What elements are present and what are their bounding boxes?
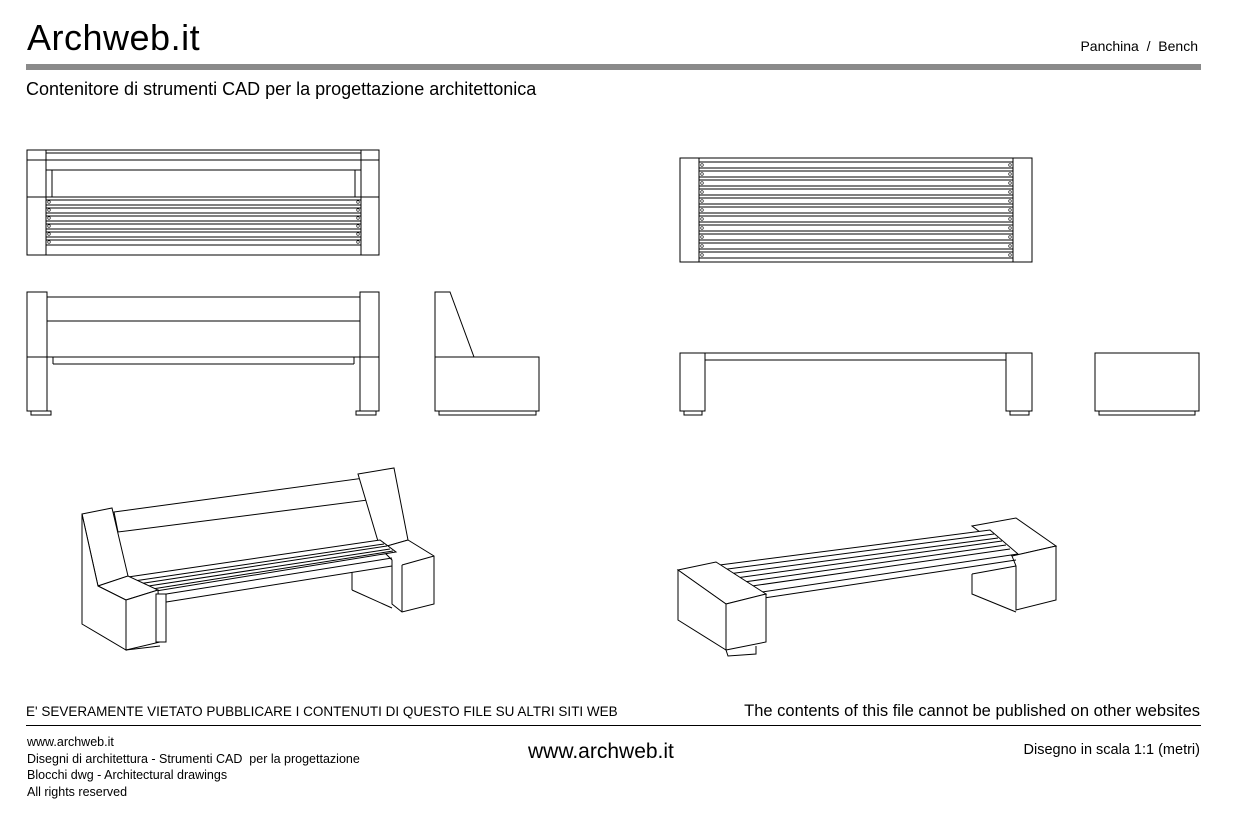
page-subtitle: Contenitore di strumenti CAD per la prog… [26, 79, 537, 99]
drawing-scale: Disegno in scala 1:1 (metri) [1023, 742, 1201, 758]
bench-side-view [1094, 352, 1200, 416]
breadcrumb: Panchina / Bench [1080, 38, 1198, 54]
bench-backrest-front-view [26, 291, 380, 416]
footer-line: Blocchi dwg - Architectural drawings [27, 768, 228, 783]
bench-front-view [679, 352, 1033, 416]
footer-url-link[interactable]: www.archweb.it [528, 740, 674, 763]
bench-perspective [676, 517, 1058, 657]
header-divider [26, 64, 1201, 70]
footer-divider [26, 725, 1201, 726]
footer-warning-english: The contents of this file cannot be publ… [744, 702, 1200, 720]
bench-plan-view [679, 157, 1033, 263]
footer-site-link[interactable]: www.archweb.it [27, 735, 114, 749]
footer-rights: All rights reserved [27, 784, 128, 799]
bench-backrest-perspective [81, 467, 435, 651]
bench-backrest-plan-view [26, 149, 380, 256]
footer-line: Disegni di architettura - Strumenti CAD … [27, 751, 360, 766]
footer-warning-italian: E' SEVERAMENTE VIETATO PUBBLICARE I CONT… [26, 704, 618, 719]
bench-backrest-side-view [434, 291, 540, 416]
footer-info: www.archweb.it Disegni di architettura -… [27, 734, 360, 800]
archweb-logo[interactable]: Archweb.it [27, 17, 201, 58]
